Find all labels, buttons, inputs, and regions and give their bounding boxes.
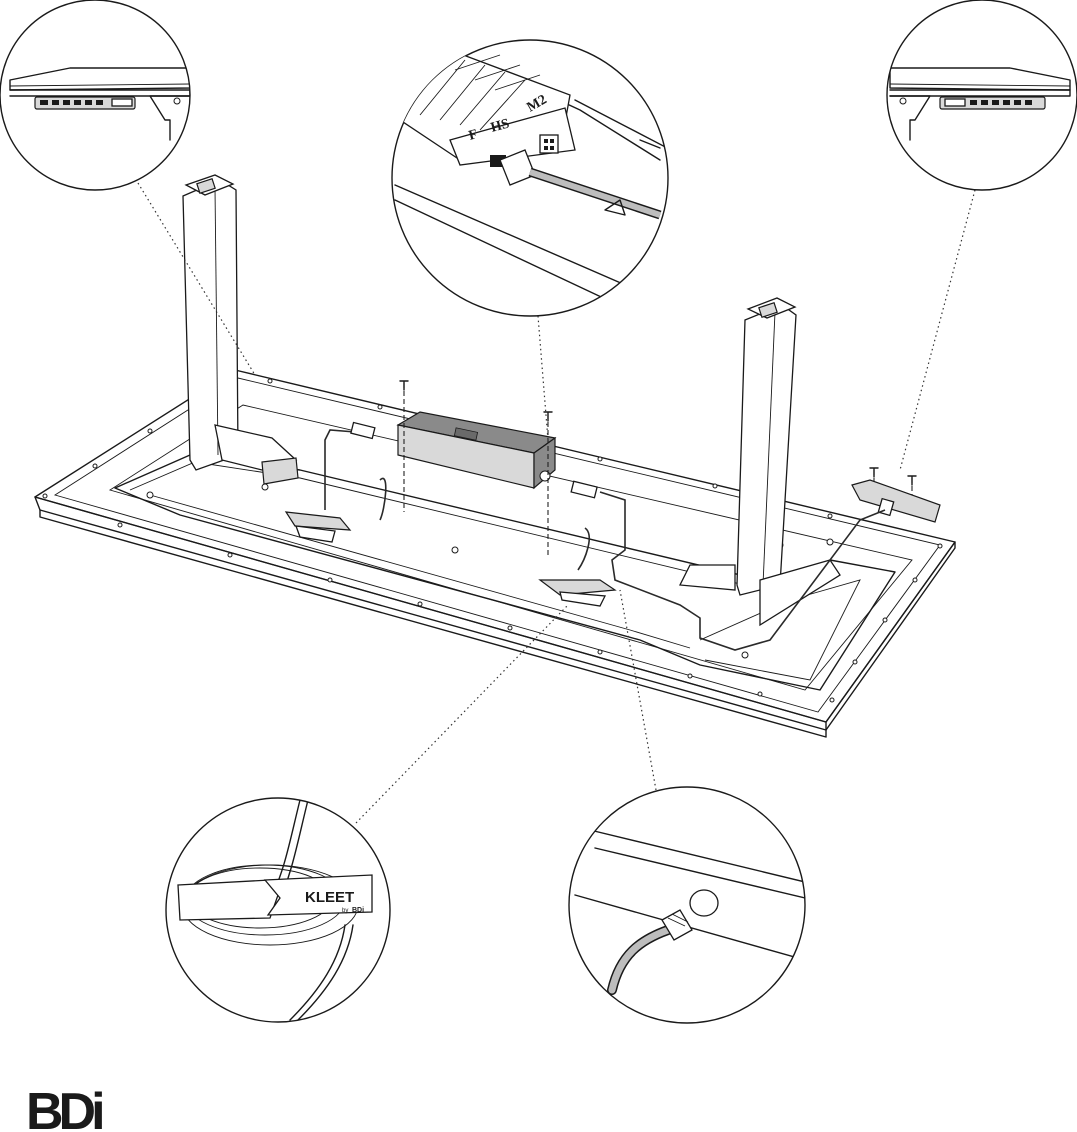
detail-circle-cable-pass: [569, 787, 805, 1023]
control-box: [398, 412, 555, 488]
desk-organizers: [286, 512, 615, 606]
left-leg: [183, 175, 298, 484]
detail-circle-handset-left: [0, 0, 190, 190]
handset-bracket: [852, 480, 940, 522]
kleet-label: KLEET: [305, 889, 354, 906]
detail-circle-control-box: F HS M2: [392, 40, 700, 320]
detail-circle-cable-organizer: KLEET by BDi: [166, 798, 390, 1022]
kleet-brand-label: BDi: [352, 907, 364, 914]
desktop-underside: [35, 370, 955, 737]
right-leg: [680, 298, 840, 625]
kleet-by-label: by: [342, 908, 348, 914]
detail-circle-handset-right: [887, 0, 1077, 190]
bdi-logo: BDi: [26, 1083, 102, 1132]
